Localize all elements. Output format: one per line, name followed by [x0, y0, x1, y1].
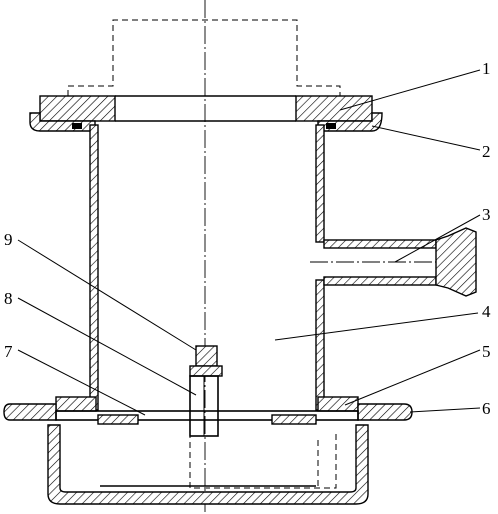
part-2-clamp-ring: [29, 112, 383, 132]
top-dashed-outline: [67, 19, 341, 96]
part-1-top-flange: [39, 95, 373, 122]
part-6-base-flange: [3, 403, 413, 421]
part-3-side-tube: [310, 227, 477, 297]
part-8-9-center-fitting: [189, 345, 223, 437]
callout-3: 3: [482, 205, 491, 224]
part-5-lower-flange: [55, 396, 359, 412]
lower-tray: [47, 424, 369, 505]
callout-9: 9: [4, 230, 13, 249]
callout-7: 7: [4, 342, 13, 361]
leader-lines: [17, 69, 481, 416]
callout-2: 2: [482, 142, 491, 161]
callout-1: 1: [482, 59, 491, 78]
part-7-bottom-plate: [97, 414, 317, 425]
callout-5: 5: [482, 342, 491, 361]
callout-6: 6: [482, 399, 491, 418]
callout-4: 4: [482, 302, 491, 321]
callout-8: 8: [4, 289, 13, 308]
